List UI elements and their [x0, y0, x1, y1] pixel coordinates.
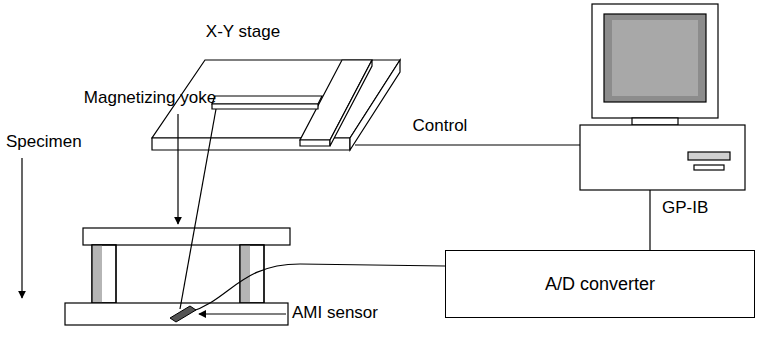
- part-label: AMI sensor: [292, 303, 378, 323]
- computer: [580, 4, 745, 190]
- part-label: Magnetizing yoke: [84, 88, 216, 108]
- gpib-line: [649, 190, 650, 250]
- ami-sensor: [170, 306, 196, 322]
- part-label: Specimen: [6, 132, 82, 152]
- converter-box: A/D converter: [445, 250, 755, 318]
- part-label: GP-IB: [662, 198, 708, 218]
- part-label: Control: [413, 116, 468, 136]
- leader-arrow: [199, 313, 286, 314]
- part-label: X-Y stage: [206, 22, 280, 42]
- control-line: [355, 144, 580, 145]
- specimen-plate: [65, 303, 288, 325]
- leader-arrow: [177, 114, 178, 224]
- sensor-rod: [180, 109, 216, 309]
- magnetizing-yoke: [83, 228, 290, 303]
- leader-arrow: [21, 158, 22, 298]
- box-label: A/D converter: [545, 274, 655, 295]
